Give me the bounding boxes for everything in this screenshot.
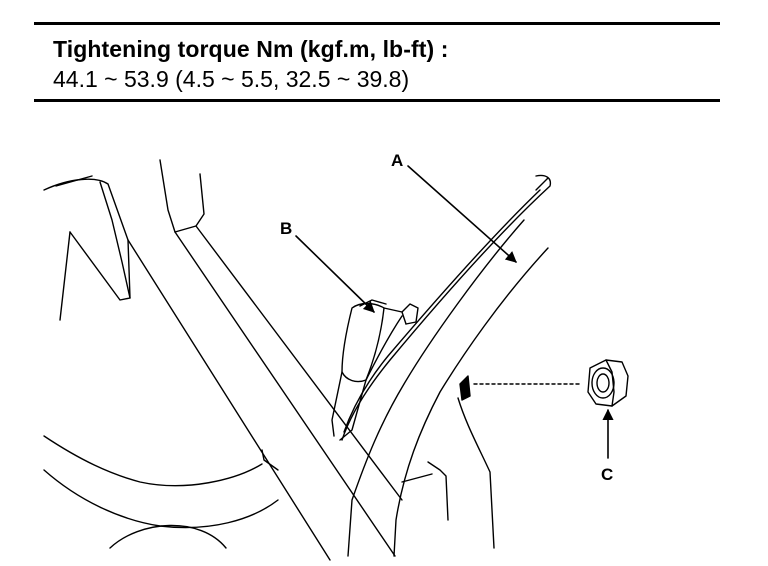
- torque-spec-title: Tightening torque Nm (kgf.m, lb-ft) :: [53, 36, 449, 62]
- torque-spec-value: 44.1 ~ 53.9 (4.5 ~ 5.5, 32.5 ~ 39.8): [53, 66, 410, 92]
- component-b: [331, 299, 419, 441]
- fender-contour: [347, 219, 549, 557]
- mounting-point: [459, 375, 583, 401]
- callout-b-label: B: [280, 219, 292, 238]
- component-a: [341, 174, 552, 441]
- callout-c-label: C: [601, 465, 613, 484]
- callout-a-leader: [407, 165, 517, 263]
- callout-a-label: A: [391, 151, 403, 170]
- flange-nut: [587, 359, 629, 407]
- lower-contours: [43, 435, 279, 549]
- top-rule: [34, 22, 720, 25]
- frame-member: [127, 159, 403, 561]
- bottom-rule: [34, 99, 720, 102]
- callout-b-leader: [295, 235, 375, 313]
- body-panel: [43, 175, 131, 321]
